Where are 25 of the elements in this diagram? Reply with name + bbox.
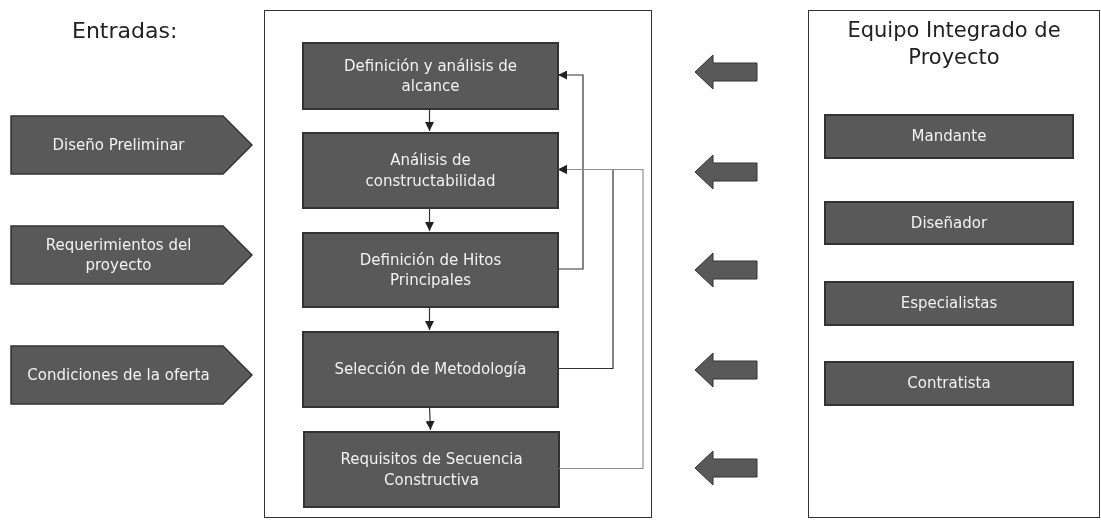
pentagon-arrow <box>10 115 253 175</box>
role-box: Especialistas <box>824 281 1074 326</box>
node-label: Condiciones de la oferta <box>26 364 211 386</box>
process-box: Requisitos de Secuencia Constructiva <box>303 431 560 508</box>
process-box: Análisis de constructabilidad <box>302 132 559 209</box>
pentagon-arrow <box>10 345 253 405</box>
process-box: Definición y análisis de alcance <box>302 42 559 110</box>
arrow <box>425 207 434 232</box>
process-box: Definición de Hitos Principales <box>302 232 559 308</box>
role-box: Mandante <box>824 114 1074 159</box>
node-label: Requerimientos del proyecto <box>44 234 193 276</box>
node-label: Diseño Preliminar <box>51 134 186 156</box>
feedback-arrow <box>557 165 644 470</box>
heading-label: Entradas: <box>72 18 178 43</box>
arrow <box>425 406 435 431</box>
role-box: Contratista <box>824 361 1074 406</box>
arrow <box>425 108 434 132</box>
role-box: Diseñador <box>824 201 1074 245</box>
arrow <box>425 306 434 331</box>
group-panel <box>808 10 1100 518</box>
panel-title: Equipo Integrado de Proyecto <box>846 17 1062 72</box>
process-box: Selección de Metodología <box>302 331 559 408</box>
pentagon-arrow <box>10 225 253 285</box>
group-panel <box>264 10 652 518</box>
feedback-arrow <box>557 70 584 270</box>
